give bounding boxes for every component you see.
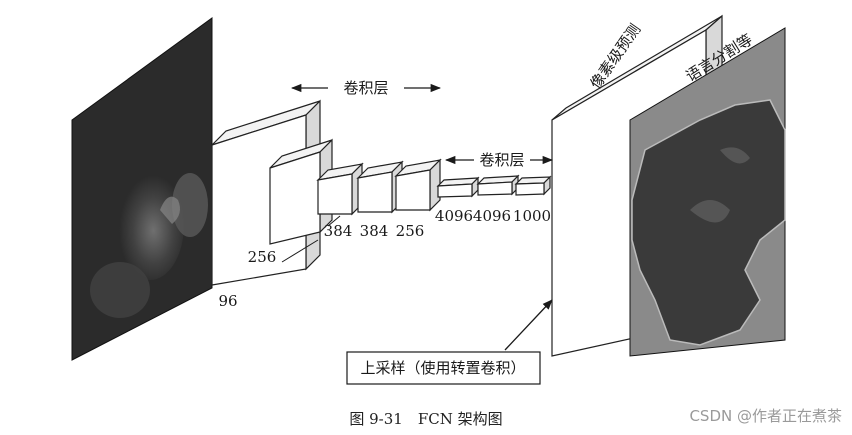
size-4096-b: 4096 — [473, 207, 511, 225]
size-96: 96 — [218, 292, 237, 310]
input-image — [71, 17, 213, 361]
size-4096-a: 4096 — [435, 207, 473, 225]
figure-caption: 图 9-31 FCN 架构图 — [349, 410, 503, 428]
segmentation-image — [629, 27, 786, 357]
layer-box-384-a — [316, 162, 364, 216]
layer-box-1000 — [514, 175, 552, 196]
size-384-a: 384 — [324, 222, 353, 240]
layer-box-4096-b — [476, 174, 520, 196]
conv-layer-label-mid: 卷积层 — [479, 151, 524, 169]
size-1000: 1000 — [513, 207, 551, 225]
size-256-a: 256 — [248, 248, 277, 266]
size-256-b: 256 — [396, 222, 425, 240]
conv-layer-label-top: 卷积层 — [343, 79, 388, 97]
upsample-label-box: 上采样（使用转置卷积） — [346, 351, 541, 385]
size-384-b: 384 — [360, 222, 389, 240]
watermark: CSDN @作者正在煮茶 — [689, 407, 842, 425]
upsample-label: 上采样（使用转置卷积） — [360, 359, 525, 377]
upsample-arrow — [504, 299, 553, 351]
leader-384 — [327, 215, 341, 227]
layer-box-4096-a — [436, 176, 480, 198]
leader-256 — [281, 239, 319, 263]
